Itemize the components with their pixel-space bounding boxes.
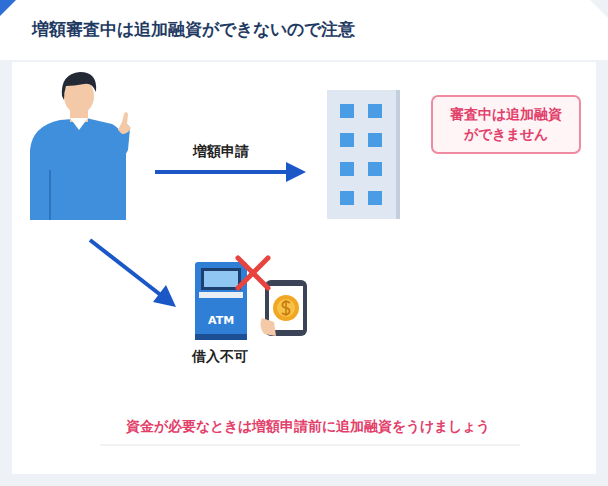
corner-mark: [0, 0, 16, 16]
arrow-label: 増額申請: [193, 143, 249, 161]
note-rule: [100, 445, 520, 446]
bank-building: [327, 90, 400, 219]
person-figure: [30, 72, 131, 220]
note-text: 資金が必要なときは増額申請前に追加融資をうけましょう: [126, 418, 490, 436]
status-label: 借入不可: [192, 348, 248, 366]
atm-text: ATM: [208, 314, 234, 327]
atm-machine: [195, 262, 247, 340]
cross-mark: [238, 258, 268, 288]
page-title: 増額審査中は追加融資ができないので注意: [32, 18, 355, 41]
content-panel: [12, 62, 596, 474]
header-band: [0, 0, 608, 60]
callout-text: 審査中は追加融資 ができません: [447, 105, 565, 144]
callout-box: 審査中は追加融資 ができません: [431, 95, 581, 154]
